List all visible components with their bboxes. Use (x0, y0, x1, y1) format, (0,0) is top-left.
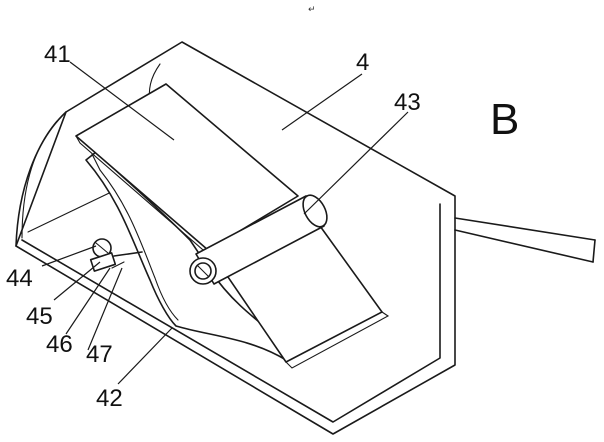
label-44: 44 (6, 265, 33, 292)
label-41: 41 (44, 41, 71, 68)
label-43: 43 (394, 89, 421, 116)
leader-lines (41, 61, 409, 385)
shaft-43 (189, 194, 328, 285)
label-42: 42 (96, 385, 123, 412)
screw-assembly (89, 238, 143, 272)
label-47: 47 (86, 341, 113, 368)
label-45: 45 (26, 303, 53, 330)
housing (15, 41, 456, 435)
label-46: 46 (46, 331, 73, 358)
label-4: 4 (356, 49, 369, 76)
bracket-42 (85, 151, 297, 361)
corner-mark: ↵ (308, 5, 316, 15)
view-letter: B (490, 95, 519, 144)
side-rod (454, 217, 596, 263)
